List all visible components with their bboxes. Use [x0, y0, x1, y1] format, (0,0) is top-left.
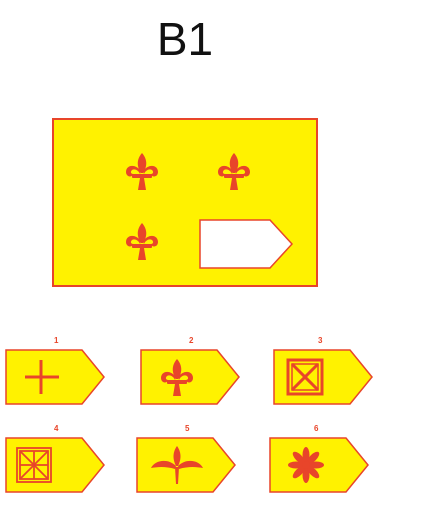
fleur-de-lis-icon — [218, 153, 250, 190]
asterisk-flower-icon — [288, 447, 324, 483]
puzzle-matrix — [52, 118, 318, 287]
page-title: B1 — [156, 13, 214, 65]
option-number: 5 — [185, 424, 190, 433]
option-number: 4 — [54, 424, 59, 433]
option-number: 1 — [54, 336, 59, 345]
matrix-cell-1 — [120, 150, 164, 194]
option-number: 2 — [189, 336, 194, 345]
answer-option-3[interactable]: 3 — [272, 336, 376, 406]
blank-answer-slot — [198, 218, 296, 270]
fleur-de-lis-icon — [161, 359, 193, 396]
option-number: 3 — [318, 336, 323, 345]
boxed-x-icon — [286, 358, 324, 396]
answer-option-4[interactable]: 4 — [4, 424, 108, 494]
answer-option-6[interactable]: 6 — [268, 424, 372, 494]
option-number: 6 — [314, 424, 319, 433]
boxed-star-grid-icon — [16, 447, 52, 483]
fleur-de-lis-icon — [126, 153, 158, 190]
cross-icon — [25, 360, 59, 394]
answer-option-2[interactable]: 2 — [139, 336, 243, 406]
matrix-cell-3 — [120, 220, 164, 264]
answer-option-1[interactable]: 1 — [4, 336, 108, 406]
fleur-de-lis-icon — [126, 223, 158, 260]
matrix-cell-2 — [212, 150, 256, 194]
answer-option-5[interactable]: 5 — [135, 424, 239, 494]
lily-branch-icon — [151, 446, 203, 484]
